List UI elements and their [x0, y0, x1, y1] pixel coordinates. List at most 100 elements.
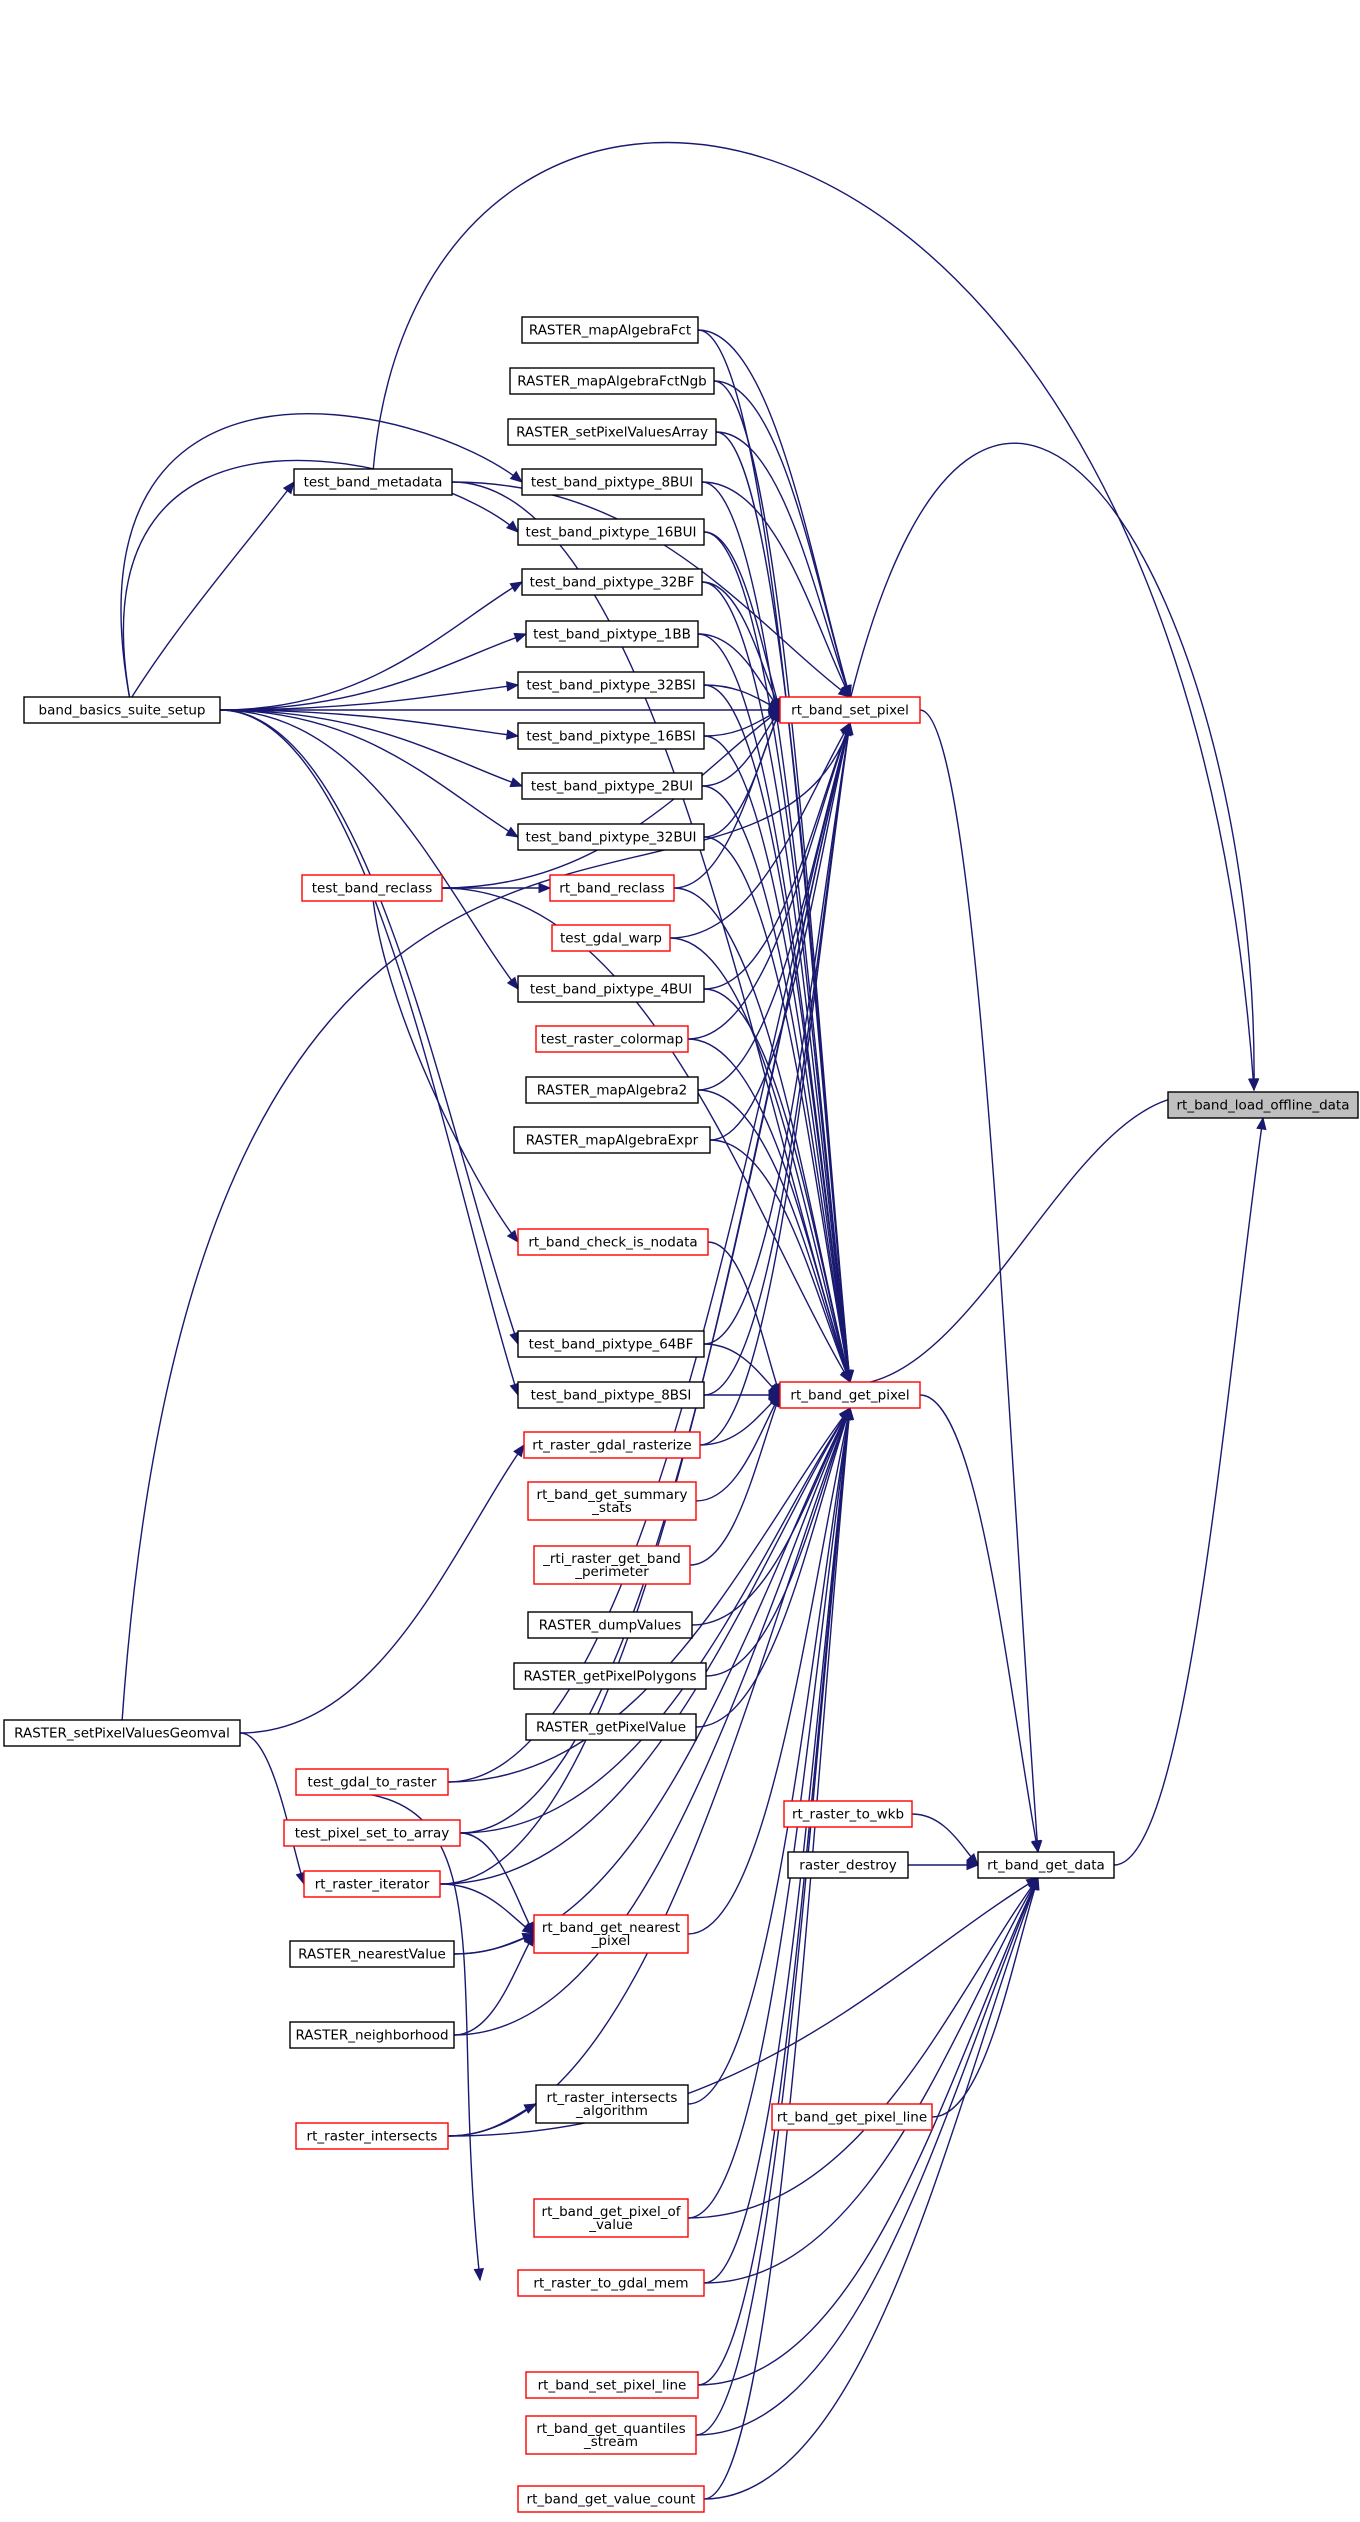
node-pset-array[interactable]: test_pixel_set_to_array [283, 1819, 461, 1847]
node-pixel-of-value[interactable]: rt_band_get_pixel_of_value [533, 2198, 689, 2238]
edge-wkb-to-get_data [911, 1813, 979, 1866]
arrowhead [509, 470, 524, 483]
node-label: test_band_pixtype_2BUI [531, 779, 693, 795]
node-get-pixel[interactable]: rt_band_get_pixel [779, 1381, 921, 1409]
node-label: test_band_pixtype_64BF [529, 1337, 694, 1353]
arrowhead [505, 520, 519, 533]
node-intersects[interactable]: rt_raster_intersects [295, 2122, 449, 2150]
edge-bbss-to-16bui [122, 459, 519, 701]
node-label: _pixel [591, 1933, 631, 1949]
node-box [525, 2371, 699, 2399]
node-gdal-mem[interactable]: rt_raster_to_gdal_mem [517, 2269, 705, 2297]
node-mafct[interactable]: RASTER_mapAlgebraFct [521, 316, 699, 344]
node-set-pixel[interactable]: rt_band_set_pixel [779, 696, 921, 724]
edge-mafct-to-set_pixel [697, 329, 852, 699]
node-spva[interactable]: RASTER_setPixelValuesArray [507, 418, 717, 446]
edge-line [715, 431, 851, 1383]
edge-line [707, 1241, 781, 1396]
node-dump[interactable]: RASTER_dumpValues [527, 1611, 693, 1639]
edge-line [931, 1877, 1039, 2118]
node-layer: rt_band_load_offline_data rt_band_set_pix… [3, 316, 1359, 2513]
node-gdal-to-raster[interactable]: test_gdal_to_raster [295, 1768, 449, 1796]
edge-line [689, 1394, 781, 1566]
node-label: test_gdal_warp [560, 931, 662, 947]
node-colormap[interactable]: test_raster_colormap [535, 1025, 689, 1053]
edge-line [371, 887, 519, 1243]
node-test-reclass[interactable]: test_band_reclass [301, 874, 443, 902]
node-label: rt_band_reclass [559, 881, 664, 897]
node-gdal-warp[interactable]: test_gdal_warp [551, 924, 671, 952]
node-box [1167, 1091, 1359, 1119]
arrowhead [768, 704, 782, 716]
node-1bb[interactable]: test_band_pixtype_1BB [525, 620, 699, 648]
node-perimeter[interactable]: _rti_raster_get_band_perimeter [533, 1545, 691, 1585]
node-box [521, 772, 703, 800]
node-getpv[interactable]: RASTER_getPixelValue [525, 1713, 697, 1741]
node-32bsi[interactable]: test_band_pixtype_32BSI [517, 671, 705, 699]
node-box [295, 2122, 449, 2150]
node-label: RASTER_neighborhood [295, 2028, 448, 2044]
edge-line [219, 684, 519, 711]
node-polygons[interactable]: RASTER_getPixelPolygons [513, 1662, 707, 1690]
node-label: _rti_raster_get_band [542, 1551, 681, 1567]
edge-nodata-to-get_pixel [707, 1241, 782, 1397]
node-16bui[interactable]: test_band_pixtype_16BUI [517, 518, 705, 546]
node-label: test_gdal_to_raster [308, 1775, 437, 1791]
node-destroy[interactable]: raster_destroy [787, 1851, 909, 1879]
edge-line [441, 887, 851, 1383]
node-box [783, 1800, 913, 1828]
node-metadata[interactable]: test_band_metadata [293, 468, 453, 496]
node-rasterize[interactable]: rt_raster_gdal_rasterize [523, 1431, 701, 1459]
node-value-count[interactable]: rt_band_get_value_count [517, 2485, 705, 2513]
node-neighborhood[interactable]: RASTER_neighborhood [289, 2021, 455, 2049]
node-ma2[interactable]: RASTER_mapAlgebra2 [525, 1076, 699, 1104]
node-intalg[interactable]: rt_raster_intersects_algorithm [535, 2084, 689, 2124]
node-box [779, 1381, 921, 1409]
node-box [23, 696, 221, 724]
node-32bf[interactable]: test_band_pixtype_32BF [521, 568, 703, 596]
node-box [521, 568, 703, 596]
edge-line [697, 633, 851, 1383]
node-box [523, 1431, 701, 1459]
edge-line [447, 1407, 851, 1783]
node-nodata[interactable]: rt_band_check_is_nodata [517, 1228, 709, 1256]
node-label: test_band_pixtype_1BB [533, 627, 691, 643]
edge-line [673, 709, 781, 889]
node-pixel-line[interactable]: rt_band_get_pixel_line [771, 2103, 933, 2131]
node-bbss[interactable]: band_basics_suite_setup [23, 696, 221, 724]
node-set-pixel-line[interactable]: rt_band_set_pixel_line [525, 2371, 699, 2399]
arrowhead [1031, 1840, 1043, 1854]
node-8bui[interactable]: test_band_pixtype_8BUI [521, 468, 703, 496]
edge-bbss-to-32bui [219, 709, 520, 838]
node-maexpr[interactable]: RASTER_mapAlgebraExpr [513, 1126, 711, 1154]
node-32bui[interactable]: test_band_pixtype_32BUI [517, 823, 705, 851]
node-box [535, 2084, 689, 2124]
node-2bui[interactable]: test_band_pixtype_2BUI [521, 772, 703, 800]
node-quantiles[interactable]: rt_band_get_quantiles_stream [525, 2415, 697, 2455]
node-get-data[interactable]: rt_band_get_data [977, 1851, 1115, 1879]
edge-metadata-to-load [372, 141, 1259, 1092]
node-iterator[interactable]: rt_raster_iterator [303, 1870, 441, 1898]
node-16bsi[interactable]: test_band_pixtype_16BSI [517, 722, 705, 750]
node-label: rt_band_get_pixel_of [542, 2204, 682, 2220]
node-box [517, 1228, 709, 1256]
node-64bf[interactable]: test_band_pixtype_64BF [517, 1330, 705, 1358]
node-box [533, 2198, 689, 2238]
node-label: RASTER_mapAlgebraFctNgb [517, 374, 707, 390]
edge-gdal_to_raster-to-gdal_mem [371, 1794, 484, 2282]
node-rt-reclass[interactable]: rt_band_reclass [549, 874, 675, 902]
node-nearestvalue[interactable]: RASTER_nearestValue [289, 1940, 455, 1968]
node-summary[interactable]: rt_band_get_summary_stats [527, 1481, 697, 1521]
arrowhead [523, 2103, 538, 2114]
edge-line [439, 1407, 851, 1885]
edge-line [697, 1877, 1039, 2386]
node-wkb[interactable]: rt_raster_to_wkb [783, 1800, 913, 1828]
node-nearest[interactable]: rt_band_get_nearest_pixel [533, 1914, 689, 1954]
node-box [551, 924, 671, 952]
node-label: RASTER_getPixelValue [536, 1720, 686, 1736]
node-mafctngb[interactable]: RASTER_mapAlgebraFctNgb [509, 367, 715, 395]
node-geomval[interactable]: RASTER_setPixelValuesGeomval [3, 1719, 241, 1747]
node-4bui[interactable]: test_band_pixtype_4BUI [517, 975, 705, 1003]
node-8bsi[interactable]: test_band_pixtype_8BSI [517, 1381, 705, 1409]
node-load[interactable]: rt_band_load_offline_data [1167, 1091, 1359, 1119]
